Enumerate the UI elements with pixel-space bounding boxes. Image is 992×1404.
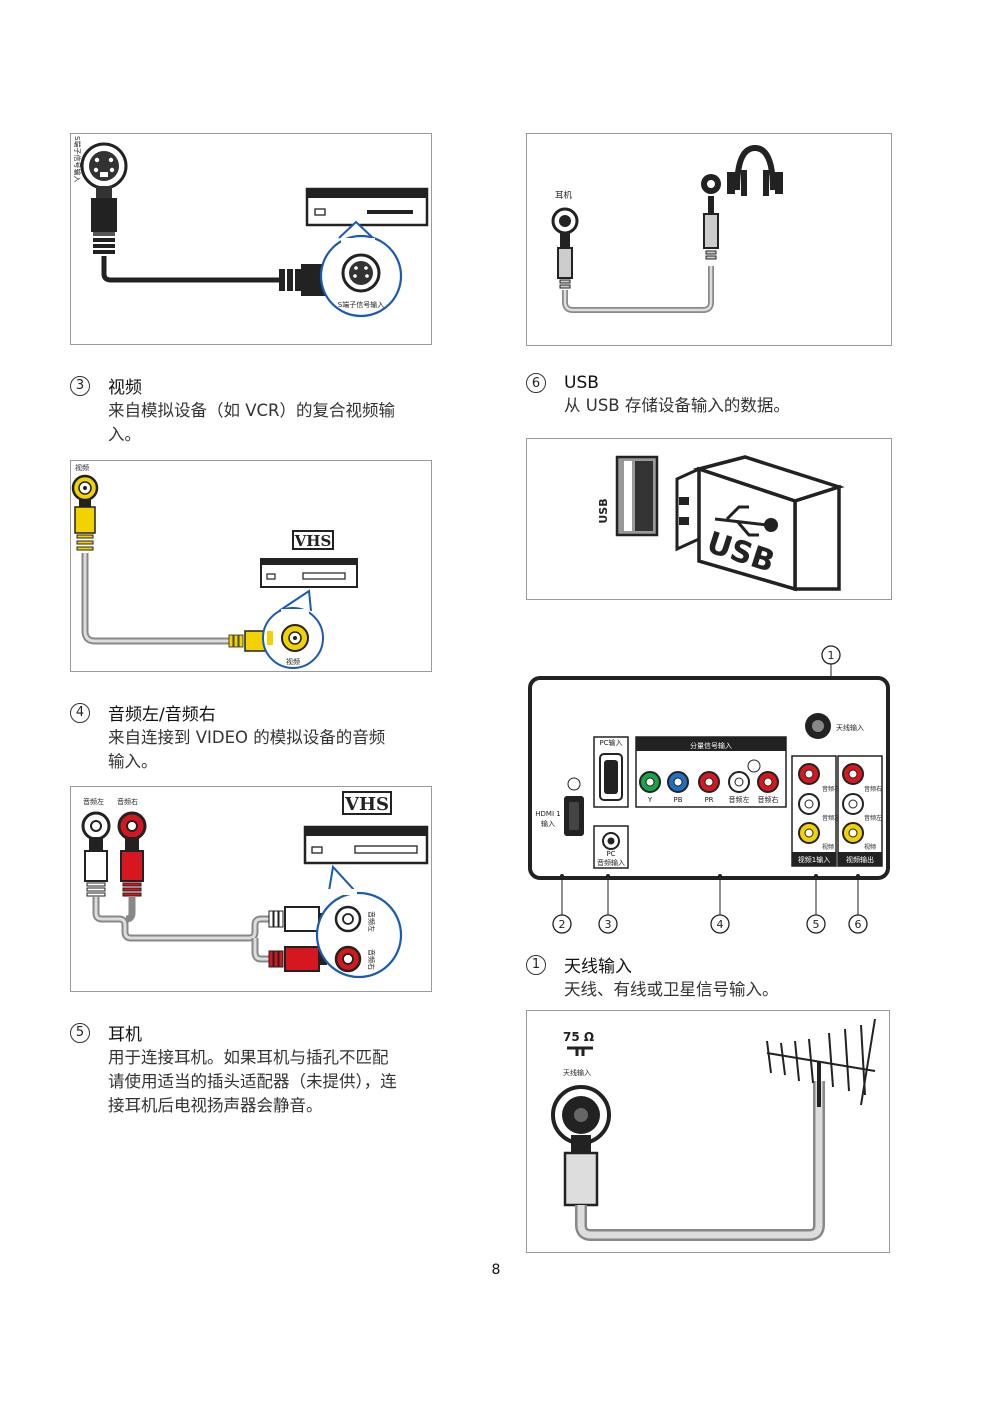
panel-v1-video: 视频 bbox=[822, 843, 834, 851]
panel-comp-audio-r: 音频右 bbox=[758, 795, 779, 804]
headphones-icon bbox=[734, 144, 776, 191]
audio-r-label: 音频右 bbox=[117, 797, 138, 806]
callout-audio-l: 音频左 bbox=[367, 911, 376, 932]
headphone-diagram: 耳机 bbox=[526, 133, 892, 346]
callout-3: 3 bbox=[605, 918, 612, 931]
section-title: 天线输入 bbox=[564, 957, 632, 977]
page-number: 8 bbox=[491, 1262, 501, 1278]
section-title: USB bbox=[564, 373, 599, 393]
panel-vo-label: 视频输出 bbox=[846, 855, 874, 864]
panel-v1-label: 视频1输入 bbox=[798, 855, 830, 864]
callout-2: 2 bbox=[559, 918, 566, 931]
panel-vo-audio-l: 音频左 bbox=[864, 814, 882, 822]
panel-hdmi-in: 输入 bbox=[541, 819, 555, 828]
video-callout-label: 视频 bbox=[286, 657, 300, 666]
section-description: 用于连接耳机。如果耳机与插孔不匹配 请使用适当的插头适配器（未提供），连 接耳机… bbox=[108, 1048, 397, 1115]
section-description: 来自模拟设备（如 VCR）的复合视频输 入。 bbox=[108, 401, 396, 444]
usb-trident-icon bbox=[714, 517, 768, 527]
section-description: 天线、有线或卫星信号输入。 bbox=[564, 980, 779, 999]
panel-antenna: 天线输入 bbox=[836, 723, 864, 732]
section-title: 音频左/音频右 bbox=[108, 705, 216, 725]
panel-pc-in: PC输入 bbox=[599, 738, 622, 747]
panel-comp-y: Y bbox=[647, 796, 653, 804]
section-title: 视频 bbox=[108, 378, 142, 398]
section-1: 1 天线输入 天线、有线或卫星信号输入。 bbox=[526, 952, 906, 1002]
panel-component: 分量信号输入 bbox=[690, 741, 732, 750]
vhs-logo: VHS bbox=[344, 794, 389, 815]
rear-panel-diagram: 1 天线输入 PC输入 分量信号输入 Y PB PR 音频左 音频右 HDMI … bbox=[526, 644, 896, 944]
panel-pc: PC bbox=[606, 850, 615, 858]
section-6: 6 USB 从 USB 存储设备输入的数据。 bbox=[526, 373, 906, 418]
callout-audio-r: 音频右 bbox=[367, 949, 376, 970]
audio-diagram: 音频左 音频右 VHS bbox=[70, 786, 432, 992]
callout-1: 1 bbox=[828, 649, 835, 662]
vhs-logo: VHS bbox=[294, 532, 332, 550]
headphone-label: 耳机 bbox=[555, 190, 573, 201]
panel-hdmi: HDMI 1 bbox=[535, 810, 560, 818]
section-number: 5 bbox=[70, 1022, 90, 1043]
panel-v1-audio-r: 音频右 bbox=[822, 785, 840, 793]
svideo-callout-label: S端子信号输入 bbox=[338, 300, 384, 309]
panel-vo-audio-r: 音频右 bbox=[864, 785, 882, 793]
usb-port-label: USB bbox=[597, 498, 610, 523]
usb-diagram: USB USB bbox=[526, 438, 892, 600]
panel-vo-video: 视频 bbox=[864, 843, 876, 851]
section-3: 3 视频 来自模拟设备（如 VCR）的复合视频输 入。 bbox=[70, 373, 440, 447]
svideo-vertical-label: S端子信号输入 bbox=[73, 136, 82, 182]
section-title: 耳机 bbox=[108, 1025, 142, 1045]
section-description: 从 USB 存储设备输入的数据。 bbox=[564, 396, 790, 415]
antenna-diagram: 75 Ω 天线输入 bbox=[526, 1010, 890, 1253]
panel-comp-pb: PB bbox=[673, 796, 682, 804]
section-4: 4 音频左/音频右 来自连接到 VIDEO 的模拟设备的音频 输入。 bbox=[70, 700, 440, 774]
section-number: 6 bbox=[526, 373, 546, 393]
svideo-diagram: S端子信号输入 S端子信号输入 bbox=[70, 133, 432, 345]
section-description: 来自连接到 VIDEO 的模拟设备的音频 输入。 bbox=[108, 728, 386, 771]
section-5: 5 耳机 用于连接耳机。如果耳机与插孔不匹配 请使用适当的插头适配器（未提供），… bbox=[70, 1020, 450, 1118]
panel-v1-audio-l: 音频左 bbox=[822, 814, 840, 822]
antenna-in-label: 天线输入 bbox=[563, 1068, 591, 1077]
ohm-label: 75 Ω bbox=[563, 1030, 594, 1044]
panel-comp-audio-l: 音频左 bbox=[729, 795, 750, 804]
audio-l-label: 音频左 bbox=[83, 797, 104, 806]
video-top-label: 视频 bbox=[75, 463, 89, 472]
video-diagram: 视频 VHS 视频 bbox=[70, 460, 432, 672]
section-number: 3 bbox=[70, 375, 90, 396]
panel-comp-pr: PR bbox=[704, 796, 713, 804]
panel-pc-audio: 音频输入 bbox=[597, 858, 625, 867]
callout-5: 5 bbox=[813, 918, 820, 931]
section-number: 1 bbox=[526, 954, 546, 975]
section-number: 4 bbox=[70, 702, 90, 723]
callout-4: 4 bbox=[717, 918, 724, 931]
callout-6: 6 bbox=[855, 918, 862, 931]
